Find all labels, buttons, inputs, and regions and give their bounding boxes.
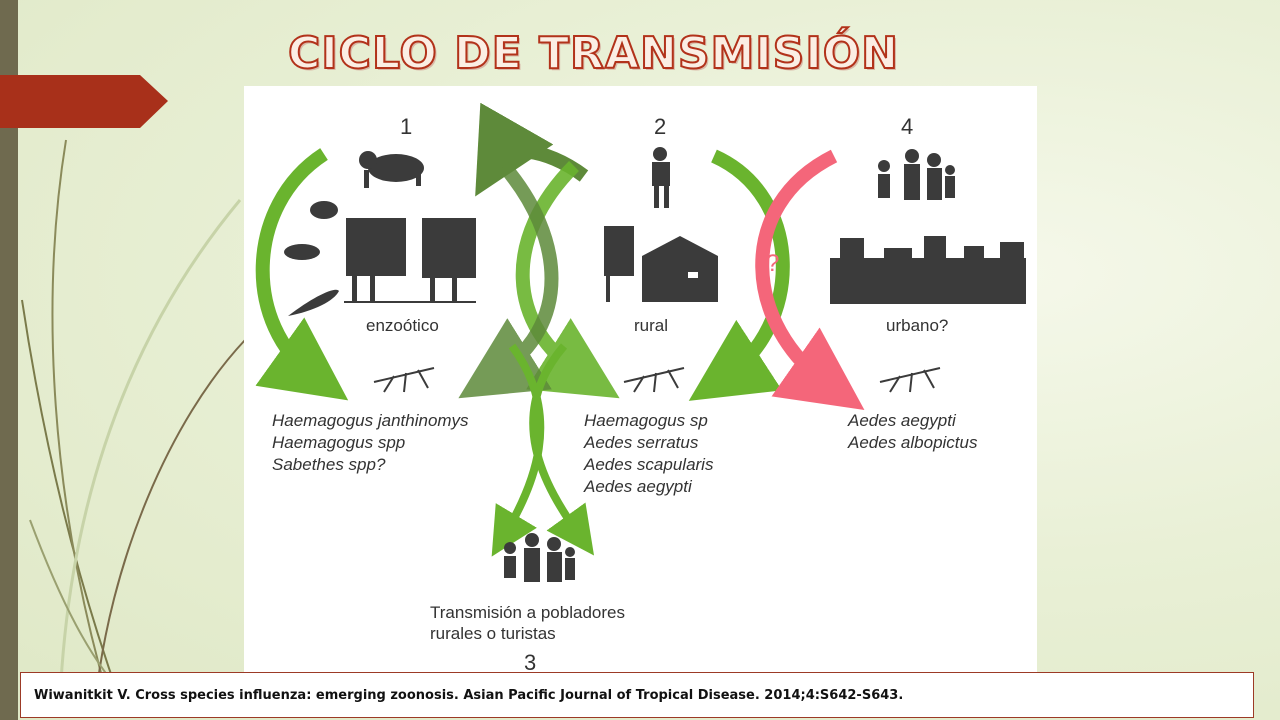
mosquito-silhouette-1 [373, 367, 435, 393]
species-list-urban: Aedes aegypti Aedes albopictus [848, 410, 977, 454]
arrow-cycle-1 [255, 148, 349, 401]
species-item: Haemagogus janthinomys [272, 411, 469, 430]
species-item: Sabethes spp? [272, 455, 386, 474]
sloth-silhouette [310, 201, 338, 219]
species-list-rural: Haemagogus sp Aedes serratus Aedes scapu… [584, 410, 713, 498]
transmission-label: Transmisión a pobladores rurales o turis… [430, 602, 625, 644]
cycle-label-urban: urbano? [886, 316, 949, 335]
family-silhouette-transmission [504, 533, 575, 582]
cycle-label-enzootic: enzoótico [366, 316, 439, 335]
species-item: Haemagogus sp [584, 411, 708, 430]
species-item: Aedes albopictus [848, 433, 978, 452]
transmission-line: Transmisión a pobladores [430, 603, 625, 622]
diagram-graphics [255, 102, 1026, 582]
species-list-enzootic: Haemagogus janthinomys Haemagogus spp Sa… [272, 410, 469, 476]
mosquito-silhouette-3 [879, 367, 941, 393]
slide-title: CICLO DE TRANSMISIÓN [287, 27, 899, 80]
arrow-urban-red [755, 149, 865, 411]
species-item: Aedes aegypti [584, 477, 692, 496]
monkey-silhouette [359, 151, 424, 188]
cycle-number-3: 3 [524, 650, 537, 675]
left-accent-bar [0, 0, 18, 720]
cycle-number-4: 4 [901, 114, 914, 139]
mosquito-silhouette-2 [623, 367, 685, 393]
transmission-diagram: 1 2 4 enzoótico rural urbano? ? Haemagog… [244, 86, 1037, 678]
species-item: Aedes serratus [584, 433, 699, 452]
decorative-grass-lines [21, 139, 246, 706]
rodent-silhouette [284, 244, 320, 260]
arrow-to-transmission-right [529, 343, 595, 556]
cycle-label-rural: rural [634, 316, 669, 335]
forest-silhouette-1 [344, 218, 476, 303]
species-item: Aedes aegypti [848, 411, 956, 430]
question-mark-label: ? [766, 250, 780, 277]
cycle-number-2: 2 [654, 114, 667, 139]
rural-house-silhouette [604, 226, 718, 302]
bird-silhouette [288, 289, 339, 316]
city-skyline-silhouette [830, 236, 1026, 304]
family-silhouette-urban [878, 149, 955, 200]
transmission-line: rurales o turistas [430, 624, 556, 643]
red-tab-marker [0, 75, 168, 128]
arrow-rural-to-mosquito [688, 149, 790, 401]
species-item: Haemagogus spp [272, 433, 406, 452]
cycle-number-1: 1 [400, 114, 413, 139]
citation-box: Wiwanitkit V. Cross species influenza: e… [20, 672, 1254, 718]
farmer-silhouette [652, 147, 670, 208]
species-item: Aedes scapularis [584, 455, 714, 474]
